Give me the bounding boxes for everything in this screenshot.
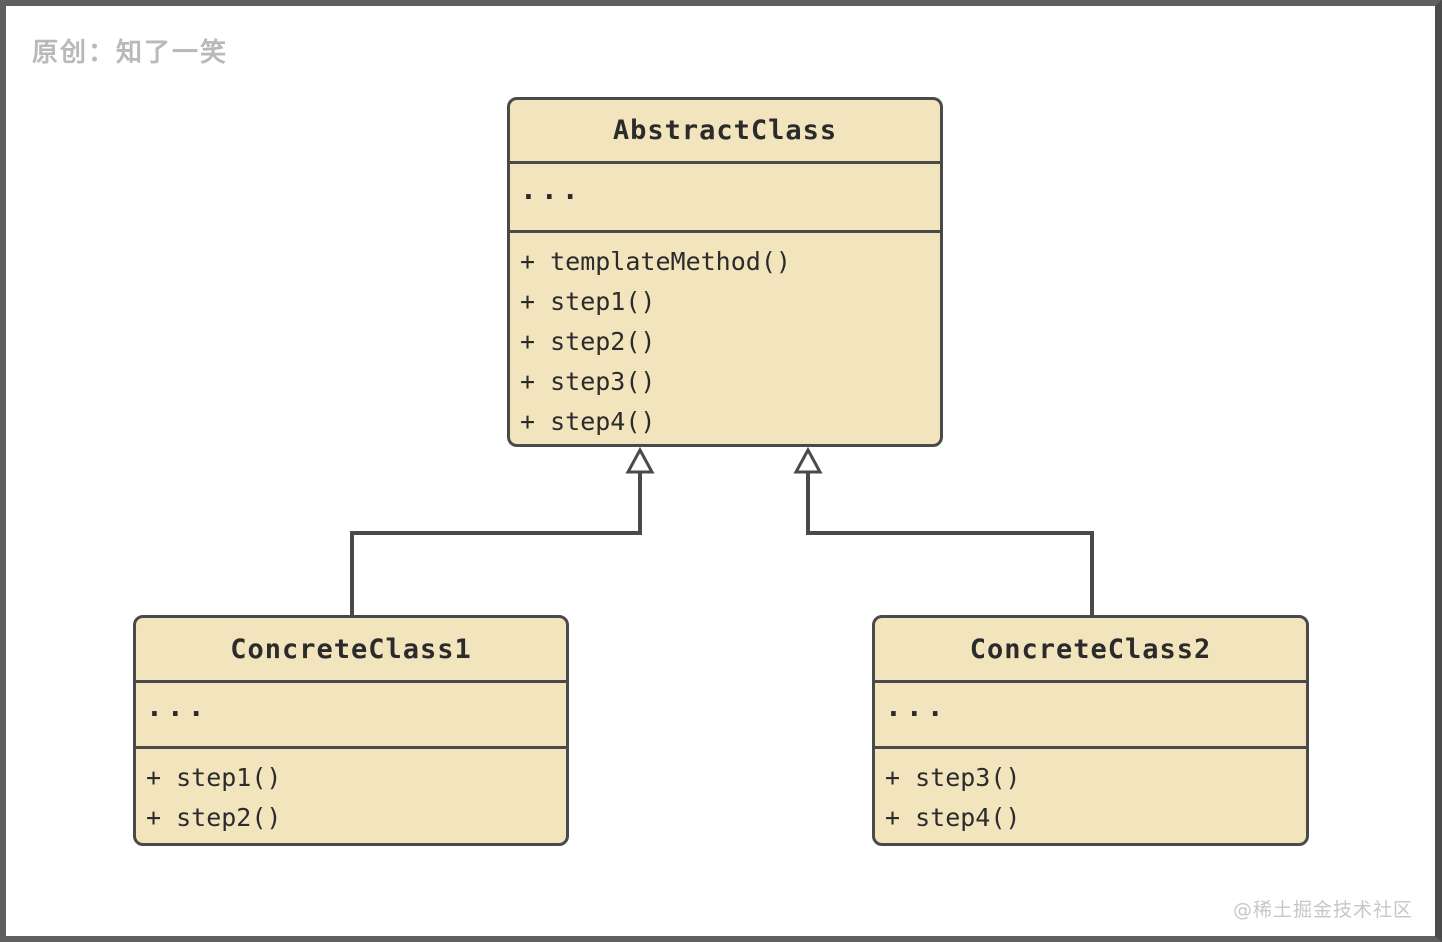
author-watermark: 原创：知了一笑	[32, 38, 229, 68]
inheritance-arrowhead-right	[793, 446, 823, 474]
class-box-abstract-class: AbstractClass ... + templateMethod() + s…	[507, 97, 943, 447]
class-name: ConcreteClass2	[969, 633, 1212, 665]
class-methods: + templateMethod() + step1() + step2() +…	[510, 230, 940, 444]
method-item: + templateMethod()	[520, 247, 791, 276]
class-methods: + step3() + step4()	[875, 746, 1306, 843]
method-item: + step1()	[146, 763, 282, 792]
inheritance-line-left	[350, 472, 642, 617]
class-attributes: ...	[510, 161, 940, 230]
community-watermark: @稀土掘金技术社区	[1232, 899, 1413, 921]
method-item: + step2()	[146, 803, 282, 832]
attributes-ellipsis: ...	[885, 690, 948, 723]
class-name: AbstractClass	[612, 115, 838, 146]
method-item: + step3()	[520, 367, 656, 396]
class-box-concrete-class-2: ConcreteClass2 ... + step3() + step4()	[872, 615, 1309, 846]
method-item: + step1()	[520, 287, 656, 316]
class-methods: + step1() + step2()	[136, 746, 566, 843]
class-box-concrete-class-1: ConcreteClass1 ... + step1() + step2()	[133, 615, 569, 846]
method-item: + step3()	[885, 763, 1021, 792]
method-item: + step2()	[520, 327, 656, 356]
inheritance-arrowhead-left	[625, 446, 655, 474]
method-item: + step4()	[885, 803, 1021, 832]
inheritance-line-right	[806, 472, 1094, 617]
class-attributes: ...	[136, 680, 566, 746]
class-name: ConcreteClass1	[230, 633, 472, 665]
class-attributes: ...	[875, 680, 1306, 746]
attributes-ellipsis: ...	[520, 172, 583, 206]
method-item: + step4()	[520, 407, 656, 436]
attributes-ellipsis: ...	[146, 690, 209, 723]
